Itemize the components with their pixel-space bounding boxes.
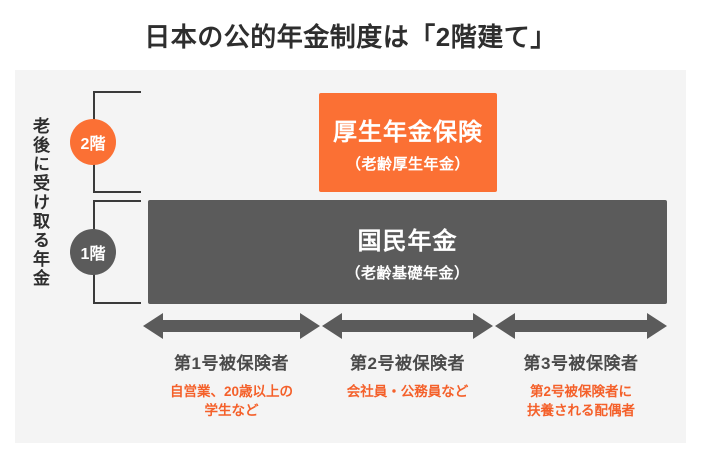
category-description-2: 会社員・公務員など [322, 382, 493, 401]
category-title-3: 第3号被保険者 [523, 354, 639, 373]
category-description-1: 自営業、20歳以上の 学生など [143, 382, 320, 420]
category-description-3: 第2号被保険者に 扶養される配偶者 [495, 382, 667, 420]
category-column-2: 第2号被保険者 会社員・公務員など [322, 311, 493, 401]
category-description-2-line-1: 会社員・公務員など [346, 384, 469, 399]
vertical-axis-label: 老後に受け取る年金 [30, 117, 49, 288]
category-title-2: 第2号被保険者 [350, 354, 465, 373]
kokumin-subtitle: （老齢基礎年金） [345, 265, 470, 282]
category-description-1-line-1: 自営業、20歳以上の [169, 384, 294, 399]
category-description-3-line-2: 扶養される配偶者 [527, 403, 635, 418]
category-description-3-line-1: 第2号被保険者に [529, 384, 632, 399]
double-arrow-icon [495, 311, 667, 341]
category-column-1: 第1号被保険者 自営業、20歳以上の 学生など [143, 311, 320, 420]
floor-badge-1: 1階 [70, 229, 116, 275]
kokumin-title: 国民年金 [357, 228, 458, 255]
category-title-1: 第1号被保険者 [174, 354, 289, 373]
kosei-title: 厚生年金保険 [333, 118, 483, 146]
page-title: 日本の公的年金制度は「2階建て」 [144, 22, 557, 52]
category-column-3: 第3号被保険者 第2号被保険者に 扶養される配偶者 [495, 311, 667, 420]
double-arrow-icon [143, 311, 320, 341]
category-description-1-line-2: 学生など [204, 403, 259, 418]
double-arrow-icon [322, 311, 493, 341]
kosei-subtitle: （老齢厚生年金） [345, 155, 470, 173]
pension-box-kosei-nenkin: 厚生年金保険 （老齢厚生年金） [319, 93, 497, 192]
floor-badge-2: 2階 [70, 119, 116, 165]
pension-box-kokumin-nenkin: 国民年金 （老齢基礎年金） [148, 200, 667, 304]
